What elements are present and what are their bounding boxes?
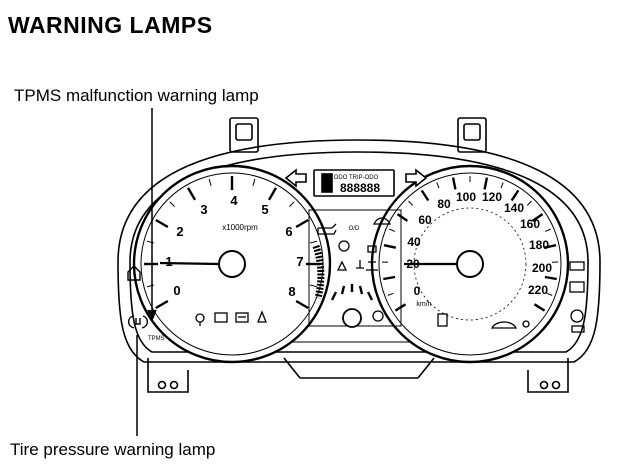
speedometer-tick-label: 80 <box>437 197 451 211</box>
major-tick <box>155 218 169 229</box>
major-tick <box>155 299 169 310</box>
speedometer-tick-label: 100 <box>456 190 476 204</box>
brake-warning-icon <box>372 310 384 322</box>
minor-tick <box>408 200 414 206</box>
speedometer-unit-label: km/h <box>416 301 431 308</box>
minor-tick <box>526 200 532 206</box>
speedometer-tick-label: 220 <box>528 283 548 297</box>
minor-tick <box>169 201 176 208</box>
major-tick <box>451 177 457 190</box>
tachometer: 0 1 2 3 4 5 6 7 8 x1000rpm <box>132 164 332 364</box>
major-tick <box>295 218 309 229</box>
tachometer-tick-label: 7 <box>296 254 303 269</box>
minor-tick <box>252 178 256 186</box>
odometer-display: 888888 <box>340 181 380 195</box>
tachometer-tick-label: 0 <box>173 283 180 298</box>
major-tick <box>543 244 557 249</box>
major-tick <box>531 213 544 222</box>
tachometer-bottom-lamps <box>195 310 267 326</box>
tpms-malfunction-label: TPMS malfunction warning lamp <box>14 86 259 105</box>
minor-tick <box>288 201 295 208</box>
center-panel: ODO TRIP-ODO 888888 O/D <box>284 168 428 328</box>
minor-tick <box>310 284 318 288</box>
tpms-lamp-label: TPMS <box>148 336 165 342</box>
major-tick <box>383 244 397 249</box>
center-gauge-hub <box>342 308 362 328</box>
major-tick <box>544 275 557 281</box>
odometer-header: ODO TRIP-ODO <box>334 175 379 181</box>
bottom-mounting-brackets <box>147 357 569 393</box>
major-tick <box>186 187 197 201</box>
indicator-lamp: O/D <box>349 226 360 232</box>
tachometer-needle <box>159 261 219 266</box>
door-ajar-icon <box>127 265 141 281</box>
tachometer-redline-band <box>312 244 325 299</box>
page-title: WARNING LAMPS <box>8 12 213 38</box>
master-warning-icon <box>336 260 364 271</box>
tachometer-tick-label: 5 <box>261 202 268 217</box>
tachometer-tick-label: 3 <box>200 202 207 217</box>
minor-tick <box>436 182 440 189</box>
minor-tick <box>387 292 394 296</box>
speedometer-hub <box>456 250 484 278</box>
temperature-icon <box>366 258 378 271</box>
major-tick <box>295 299 309 310</box>
major-tick <box>394 303 407 312</box>
major-tick <box>510 189 520 202</box>
oil-pressure-icon <box>317 223 337 235</box>
center-warning-dashes <box>330 284 374 301</box>
turn-left-arrow-icon <box>284 168 307 188</box>
tachometer-hub <box>218 250 246 278</box>
tachometer-tick-label: 6 <box>285 224 292 239</box>
speedometer-bottom-lamps <box>437 313 530 329</box>
minor-tick <box>500 182 504 189</box>
tachometer-tick-label: 8 <box>288 284 295 299</box>
major-tick <box>483 177 489 190</box>
right-side-lamps <box>569 261 585 333</box>
tachometer-unit-label: x1000rpm <box>222 223 258 232</box>
minor-tick <box>545 228 551 232</box>
speedometer-tick-marks <box>381 176 559 312</box>
speedometer-tick-label: 200 <box>532 261 552 275</box>
speedometer: 0 20 40 60 80 100 120 140 160 180 200 22… <box>370 164 570 364</box>
fuel-pump-icon <box>367 245 377 253</box>
tire-pressure-label: Tire pressure warning lamp <box>10 440 216 459</box>
major-tick <box>420 189 430 202</box>
major-tick <box>267 187 278 201</box>
speedometer-tick-label: 40 <box>407 235 421 249</box>
minor-tick <box>546 292 553 296</box>
speedometer-tick-label: 60 <box>418 213 432 227</box>
major-tick <box>533 303 546 312</box>
top-mounting-tabs <box>229 117 487 153</box>
seatbelt-icon <box>372 217 392 225</box>
tachometer-tick-label: 2 <box>176 224 183 239</box>
speedometer-tick-label: 120 <box>482 190 502 204</box>
speedometer-tick-label: 140 <box>504 201 524 215</box>
minor-tick <box>389 228 395 232</box>
left-side-lamps: TPMS <box>127 265 165 342</box>
tachometer-tick-label: 1 <box>165 254 172 269</box>
minor-tick <box>310 240 318 244</box>
tachometer-tick-label: 4 <box>230 193 238 208</box>
speedometer-tick-label: 0 <box>414 284 421 298</box>
major-tick <box>383 275 396 281</box>
turn-right-arrow-icon <box>405 168 428 188</box>
speedometer-tick-label: 160 <box>520 217 540 231</box>
speedometer-tick-label: 180 <box>529 238 549 252</box>
callout-leader-lines <box>136 108 157 436</box>
minor-tick <box>208 178 212 186</box>
tpms-icon <box>127 315 149 329</box>
major-tick <box>396 213 409 222</box>
headlight-icon <box>338 240 350 252</box>
